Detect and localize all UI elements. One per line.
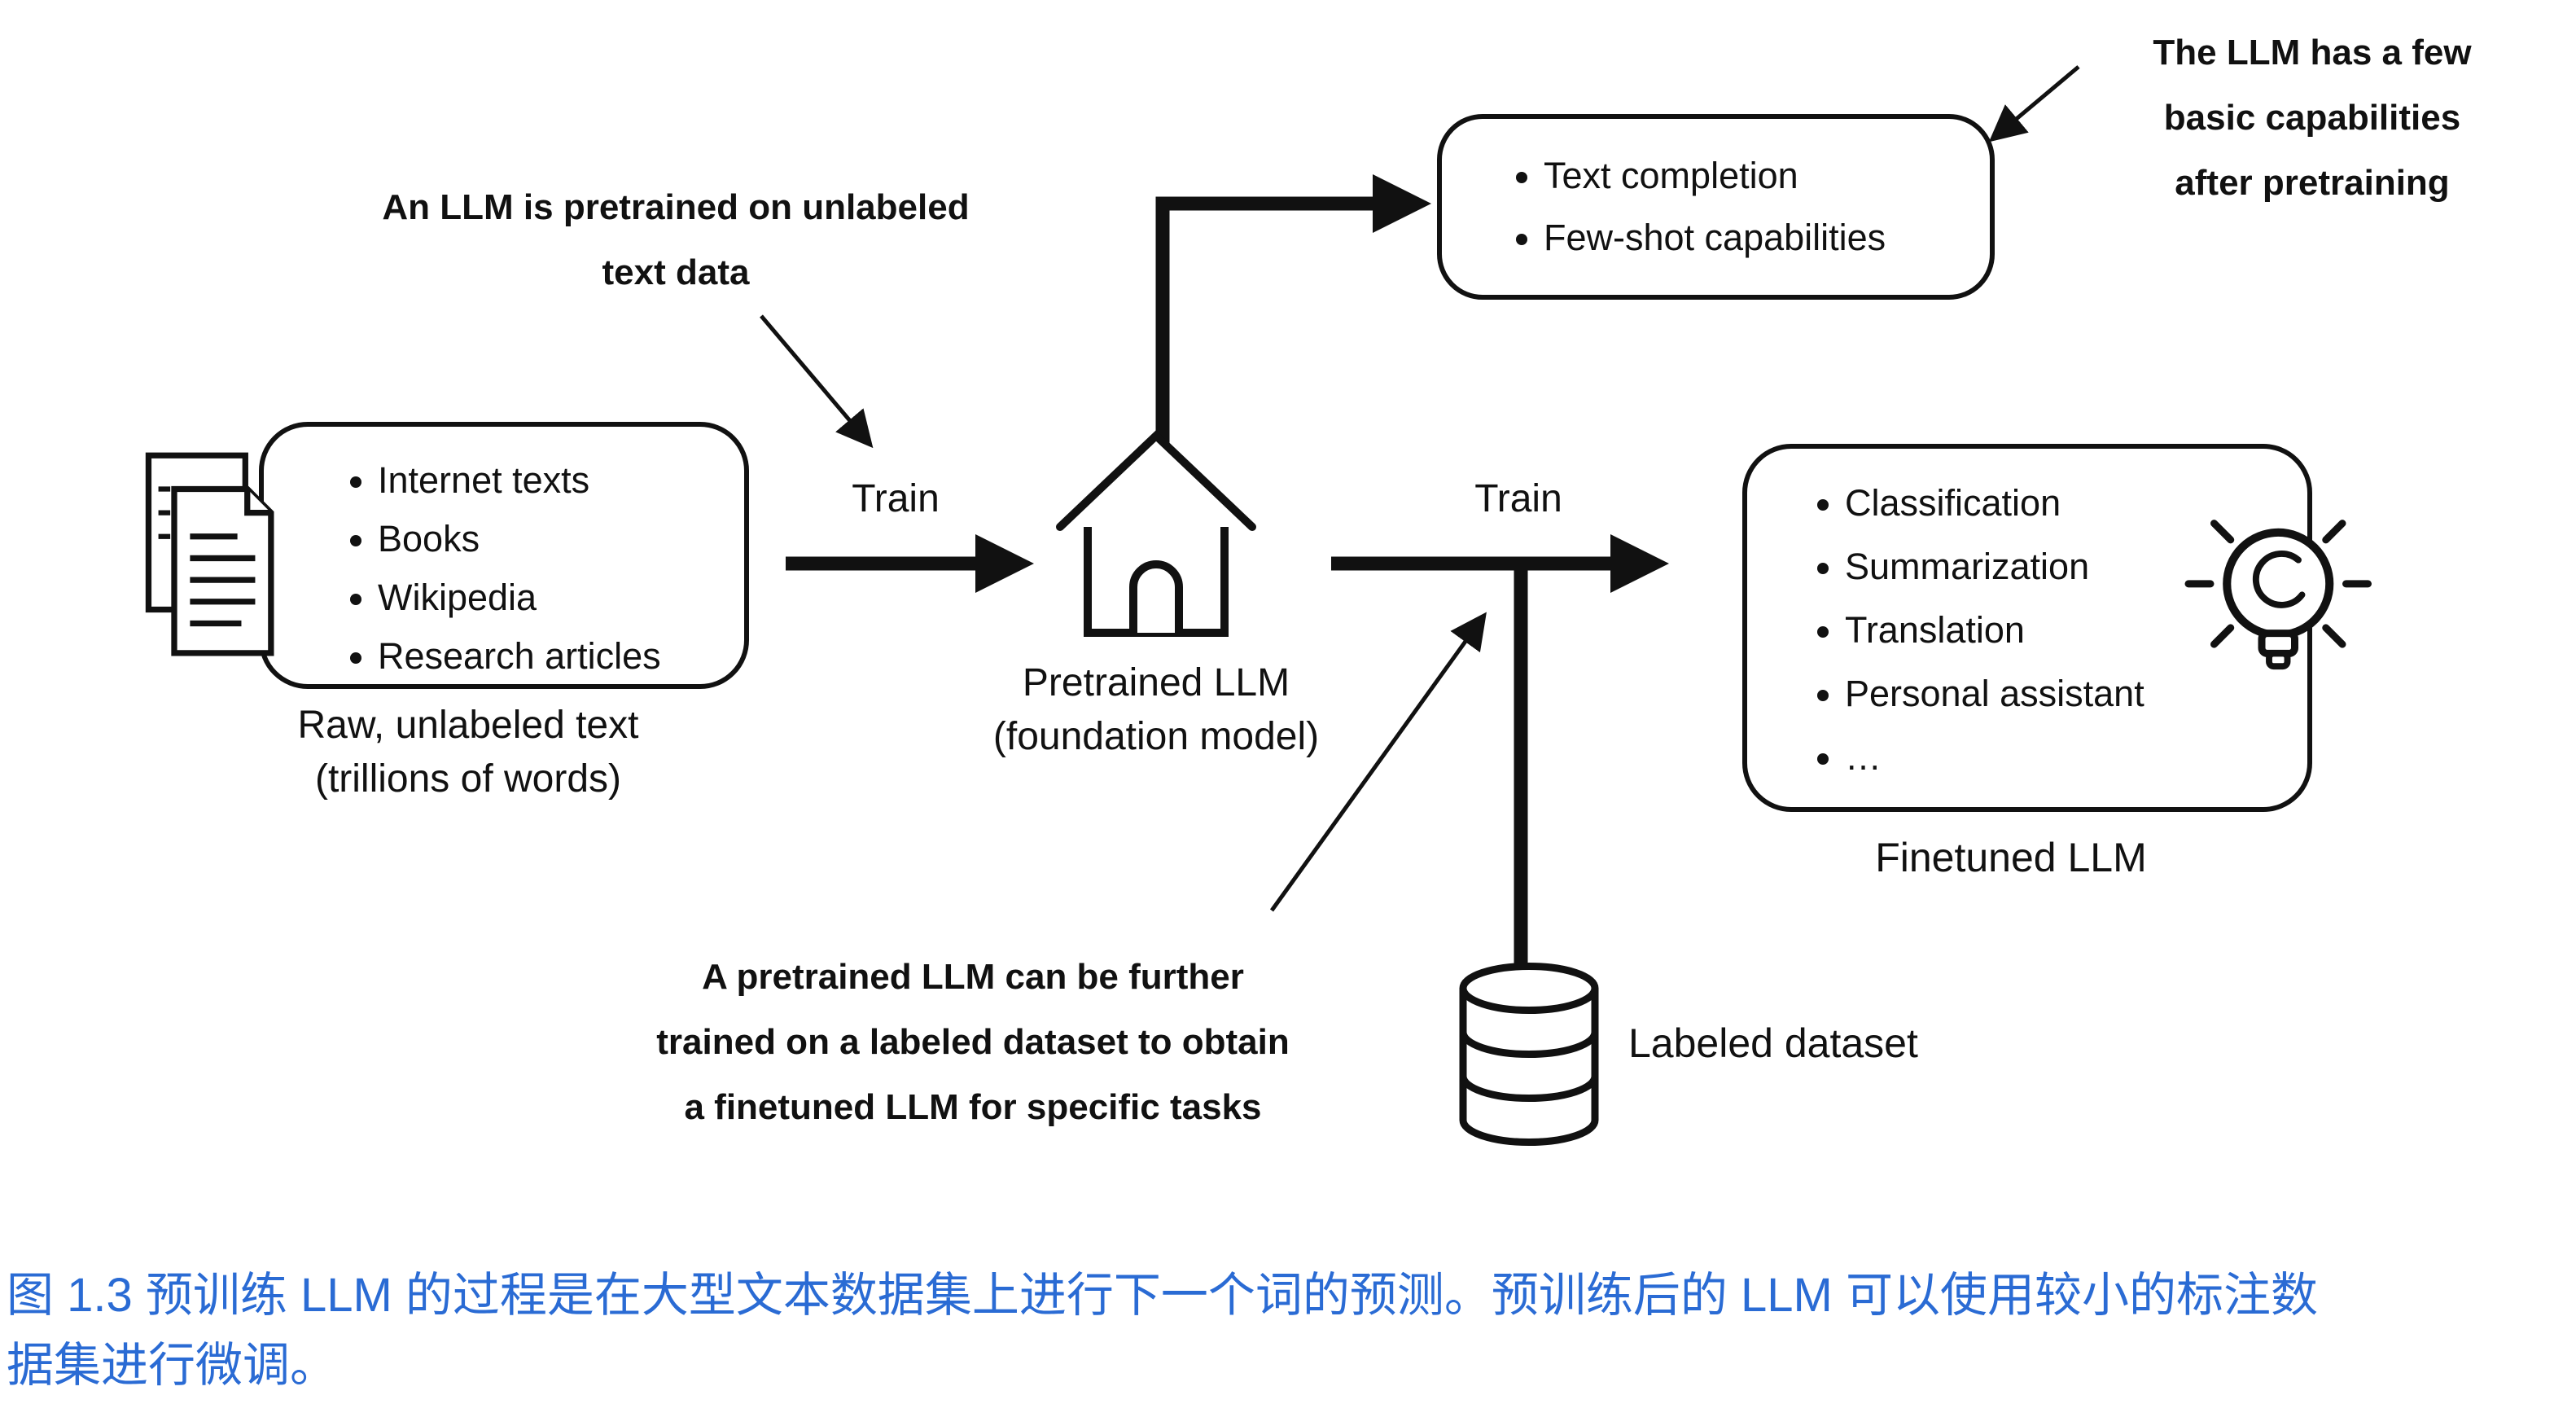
train-arrow-1-head <box>975 534 1034 593</box>
finetuned-list: Classification Summarization Translation… <box>1747 449 2307 789</box>
figure-caption: 图 1.3 预训练 LLM 的过程是在大型文本数据集上进行下一个词的预测。预训练… <box>7 1261 2571 1401</box>
pretrain-note-arrow <box>760 314 874 449</box>
raw-text-item: Wikipedia <box>378 568 744 627</box>
pretrained-llm-line2: (foundation model) <box>992 715 1320 758</box>
capabilities-note-line2: basic capabilities <box>2163 98 2461 138</box>
figure-caption-line2: 据集进行微调。 <box>7 1339 338 1392</box>
raw-text-item: Research articles <box>378 627 744 686</box>
finetuned-item: Translation <box>1845 599 2307 662</box>
capabilities-note: The LLM has a few basic capabilities aft… <box>2076 20 2548 216</box>
finetuned-llm-label: Finetuned LLM <box>1875 835 2147 880</box>
capabilities-list: Text completion Few-shot capabilities <box>1442 119 1990 269</box>
lightbulb-icon <box>2184 520 2372 670</box>
finetuned-item: Summarization <box>1845 535 2307 599</box>
capabilities-note-line3: after pretraining <box>2175 163 2450 203</box>
finetune-note-line1: A pretrained LLM can be further <box>702 957 1244 997</box>
raw-text-item: Internet texts <box>378 451 744 510</box>
pretrain-note-line2: text data <box>602 252 750 292</box>
train-label-1: Train <box>852 477 940 520</box>
finetune-note-line2: trained on a labeled dataset to obtain <box>656 1022 1290 1062</box>
pretrain-note-line1: An LLM is pretrained on unlabeled <box>382 187 970 227</box>
pretrain-output-elbow-head <box>1373 174 1431 233</box>
capability-item: Text completion <box>1544 145 1990 207</box>
capabilities-note-arrow <box>1988 65 2080 143</box>
database-icon <box>1459 963 1599 1146</box>
train-label-2: Train <box>1474 477 1562 520</box>
raw-text-list: Internet texts Books Wikipedia Research … <box>264 427 744 686</box>
raw-text-caption: Raw, unlabeled text (trillions of words) <box>204 699 733 806</box>
train-arrow-2-head <box>1610 534 1669 593</box>
figure-caption-line1: 图 1.3 预训练 LLM 的过程是在大型文本数据集上进行下一个词的预测。预训练… <box>7 1269 2318 1322</box>
finetuned-item: Classification <box>1845 472 2307 535</box>
raw-text-caption-line1: Raw, unlabeled text <box>297 704 639 747</box>
labeled-dataset-label: Labeled dataset <box>1628 1020 1918 1066</box>
finetune-note-arrow <box>1269 612 1487 912</box>
capabilities-box: Text completion Few-shot capabilities <box>1437 114 1995 300</box>
pretrained-llm-line1: Pretrained LLM <box>1022 661 1290 704</box>
documents-icon <box>145 452 274 656</box>
capability-item: Few-shot capabilities <box>1544 207 1990 269</box>
raw-text-box: Internet texts Books Wikipedia Research … <box>259 422 749 689</box>
finetuned-item: Personal assistant <box>1845 662 2307 726</box>
capabilities-note-line1: The LLM has a few <box>2153 33 2472 72</box>
pretrain-note: An LLM is pretrained on unlabeled text d… <box>346 175 1005 305</box>
finetune-note-line3: a finetuned LLM for specific tasks <box>684 1087 1262 1127</box>
raw-text-caption-line2: (trillions of words) <box>314 757 622 801</box>
finetune-note: A pretrained LLM can be further trained … <box>619 945 1327 1140</box>
finetuned-item: … <box>1845 726 2307 789</box>
pretrained-llm-label: Pretrained LLM (foundation model) <box>920 656 1392 764</box>
house-icon <box>1056 430 1256 637</box>
raw-text-item: Books <box>378 510 744 568</box>
pretrain-output-elbow-shaft <box>1155 196 1378 446</box>
